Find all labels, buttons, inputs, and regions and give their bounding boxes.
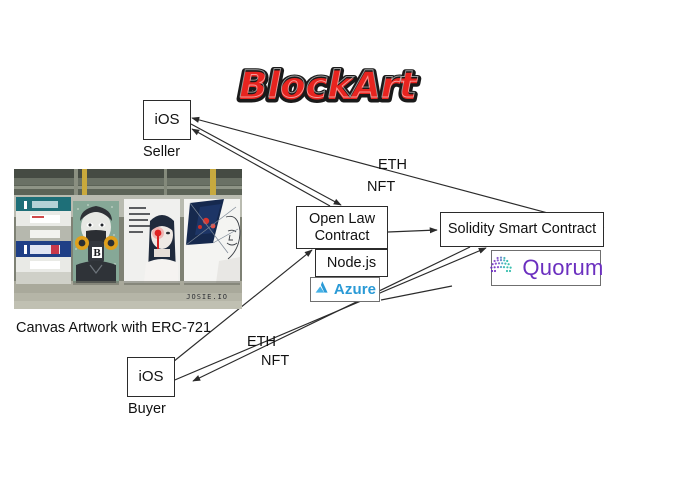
quorum-node[interactable]: Quorum: [488, 250, 604, 286]
edge-label-bottom-nft: NFT: [261, 353, 290, 369]
nodejs-node[interactable]: Node.js: [315, 249, 388, 277]
edge-label-top-nft: NFT: [367, 179, 396, 195]
open-law-contract-node[interactable]: Open Law Contract: [296, 206, 388, 249]
solidity-smart-contract-label: Solidity Smart Contract: [447, 221, 597, 238]
buyer-ios-node[interactable]: iOS: [127, 357, 175, 397]
azure-logo-icon: [314, 280, 331, 300]
quorum-logo-icon: [488, 255, 514, 282]
buyer-caption: Buyer: [128, 401, 166, 417]
blockart-logo-highlight: BlockArt: [239, 63, 418, 106]
edge-label-top-eth: ETH: [378, 157, 407, 173]
open-law-contract-label: Open Law Contract: [308, 210, 376, 244]
blockart-logo-outline: BlockArt: [239, 65, 418, 108]
seller-ios-node[interactable]: iOS: [143, 100, 191, 140]
seller-ios-label: iOS: [154, 111, 180, 129]
blockart-logo-fill: BlockArt: [239, 65, 418, 108]
solidity-smart-contract-node[interactable]: Solidity Smart Contract: [440, 212, 604, 247]
buyer-ios-label: iOS: [138, 368, 164, 386]
photo-caption: Canvas Artwork with ERC-721: [16, 320, 212, 336]
azure-node[interactable]: Azure: [310, 277, 380, 302]
blockart-logo: BlockArt BlockArt BlockArt: [228, 58, 428, 114]
quorum-label: Quorum: [522, 255, 604, 280]
azure-label: Azure: [333, 281, 377, 298]
photo-watermark: JOSIE.IO: [186, 293, 228, 301]
edge-label-bottom-eth: ETH: [247, 334, 276, 350]
mural-letter: B: [93, 249, 101, 259]
seller-caption: Seller: [143, 144, 181, 160]
canvas-artwork-photo: B: [14, 169, 242, 309]
nodejs-label: Node.js: [326, 254, 377, 271]
